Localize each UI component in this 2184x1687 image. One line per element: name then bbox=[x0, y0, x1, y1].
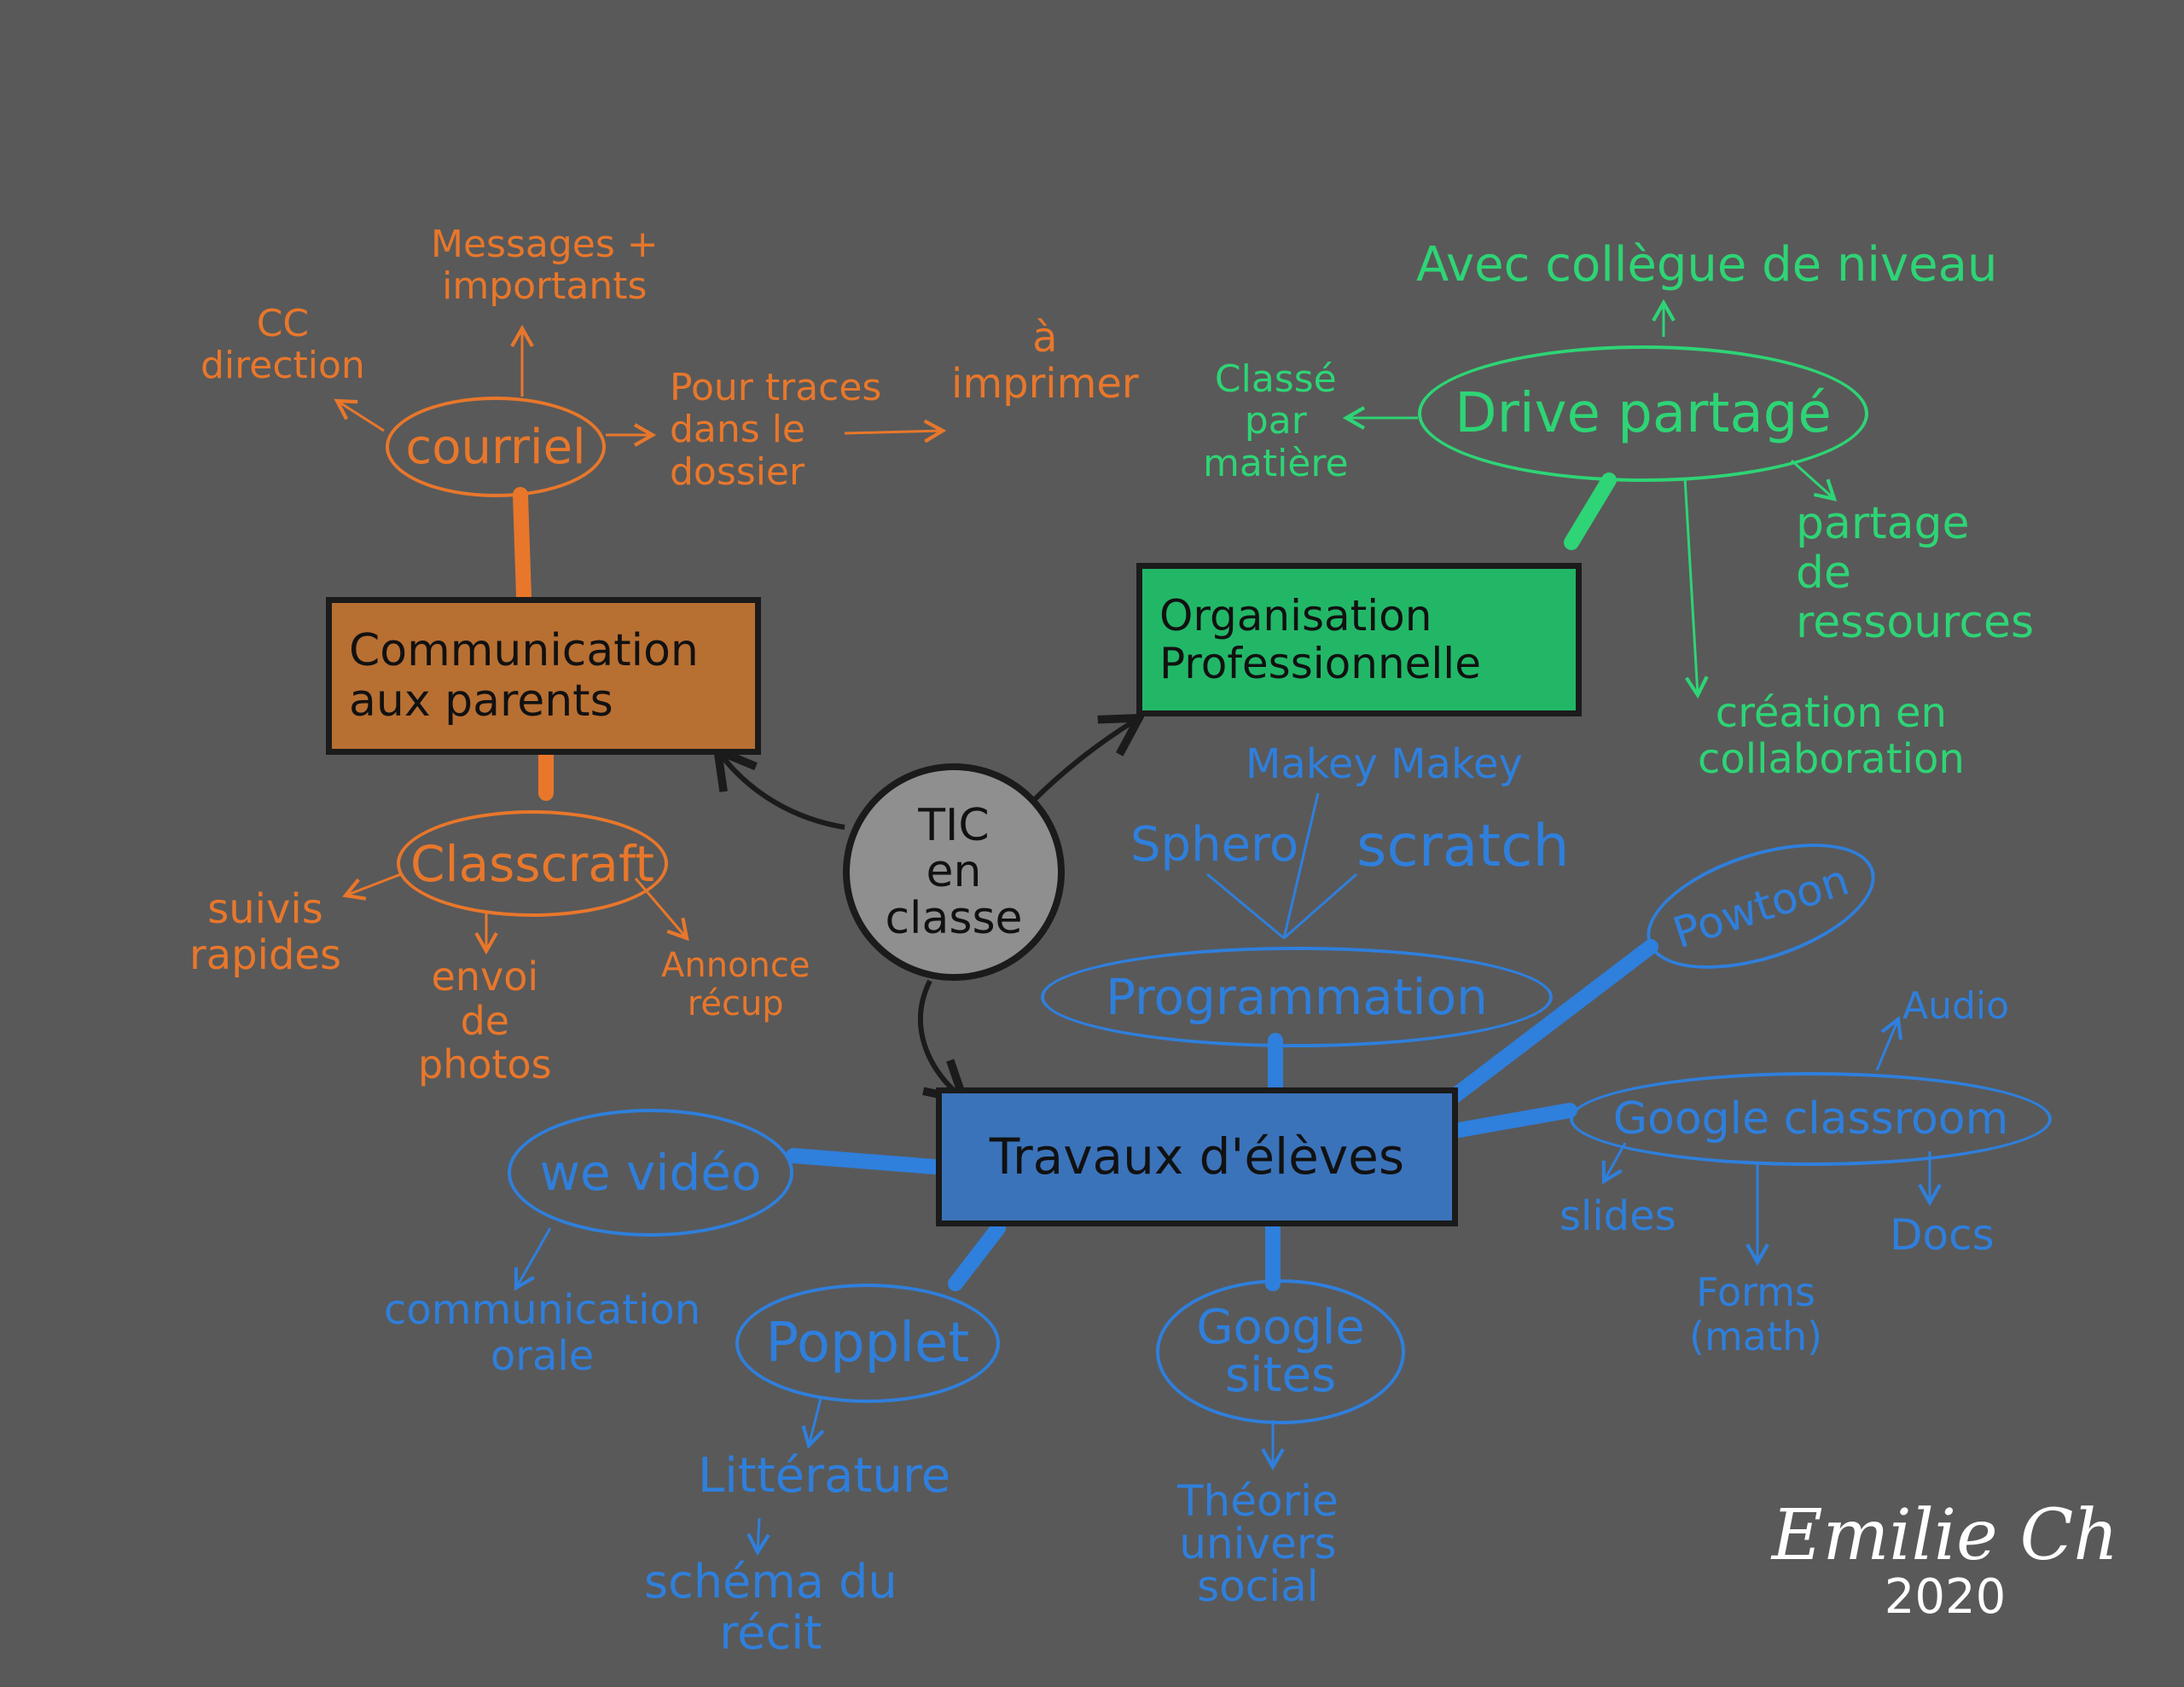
label-litterature: Littérature bbox=[698, 1448, 951, 1504]
label-partage-de-ressources: partage de ressources bbox=[1796, 498, 2035, 649]
arrow-wevideo-to-communication-orale bbox=[514, 1227, 552, 1291]
label-suivis-rapides: suivis rapides bbox=[189, 885, 341, 979]
label-makey-makey: Makey Makey bbox=[1246, 740, 1523, 788]
node-google-classroom: Google classroom bbox=[1570, 1072, 2052, 1166]
arrow-center-to-organisation bbox=[1030, 713, 1147, 804]
label-messages-importants: Messages + importants bbox=[431, 223, 659, 309]
box-organisation-professionnelle: Organisation Professionnelle bbox=[1136, 563, 1582, 716]
label-schema-du-recit: schéma du récit bbox=[644, 1555, 897, 1661]
label-theorie-univers-social: Théorie univers social bbox=[1177, 1476, 1339, 1611]
node-we-video: we vidéo bbox=[508, 1109, 793, 1237]
connector-travaux-to-popplet bbox=[948, 1220, 1006, 1291]
box-travaux-d-eleves: Travaux d'élèves bbox=[936, 1087, 1458, 1226]
arrow-popplet-to-litterature bbox=[801, 1398, 825, 1450]
line-scratch-to-programmation bbox=[1283, 872, 1357, 940]
connector-organisation-to-drive bbox=[1564, 472, 1617, 550]
label-annonce-recup: Annonce récup bbox=[661, 946, 810, 1023]
label-cc-direction: CC direction bbox=[200, 302, 365, 388]
arrow-drive-to-creation bbox=[1683, 477, 1709, 699]
center-node-tic-en-classe: TIC en classe bbox=[843, 763, 1065, 981]
node-programmation: Programmation bbox=[1041, 947, 1553, 1047]
arrow-classcraft-to-suivis bbox=[342, 872, 402, 901]
node-courriel: courriel bbox=[386, 397, 606, 497]
label-slides: slides bbox=[1560, 1192, 1676, 1240]
label-classe-par-matiere: Classé par matière bbox=[1203, 357, 1349, 485]
arrow-center-to-communication bbox=[712, 744, 845, 830]
arrow-traces-to-imprimer bbox=[844, 419, 947, 443]
connector-courriel-to-communication bbox=[513, 487, 531, 605]
artist-signature: Emilie Ch 2020 bbox=[1766, 1499, 2124, 1623]
connector-travaux-to-powtoon bbox=[1447, 939, 1658, 1104]
arrow-classroom-to-slides bbox=[1601, 1142, 1627, 1185]
label-audio: Audio bbox=[1902, 984, 2010, 1028]
label-a-imprimer: à imprimer bbox=[951, 314, 1139, 408]
node-drive-partage: Drive partagé bbox=[1418, 345, 1868, 482]
signature-year: 2020 bbox=[1884, 1569, 2007, 1626]
arrow-center-to-travaux bbox=[917, 979, 970, 1105]
label-scratch: scratch bbox=[1356, 813, 1570, 880]
box-communication-aux-parents: Communication aux parents bbox=[326, 597, 761, 755]
arrow-classroom-to-audio bbox=[1875, 1016, 1903, 1071]
arrow-litterature-to-schema bbox=[746, 1517, 770, 1557]
connector-travaux-to-we-video bbox=[786, 1148, 942, 1174]
line-sphero-to-programmation bbox=[1206, 872, 1285, 940]
arrow-courriel-to-cc-direction bbox=[334, 398, 385, 432]
signature-name: Emilie Ch bbox=[1771, 1495, 2119, 1576]
label-docs: Docs bbox=[1890, 1210, 1995, 1260]
label-pour-traces: Pour traces dans le dossier bbox=[670, 366, 882, 494]
label-sphero: Sphero bbox=[1130, 817, 1299, 872]
arrow-drive-to-partage bbox=[1790, 459, 1838, 501]
connector-travaux-to-google-classroom bbox=[1451, 1103, 1577, 1138]
line-makey-to-programmation bbox=[1282, 792, 1320, 939]
node-google-sites: Google sites bbox=[1156, 1279, 1405, 1424]
label-avec-collegue-de-niveau: Avec collègue de niveau bbox=[1416, 237, 1998, 293]
label-communication-orale: communication orale bbox=[384, 1286, 701, 1380]
label-creation-en-collaboration: création en collaboration bbox=[1698, 689, 1965, 783]
label-envoi-de-photos: envoi de photos bbox=[418, 954, 552, 1088]
node-popplet: Popplet bbox=[735, 1284, 1000, 1403]
node-classcraft: Classcraft bbox=[397, 810, 668, 917]
label-forms-math: Forms (math) bbox=[1689, 1269, 1823, 1359]
